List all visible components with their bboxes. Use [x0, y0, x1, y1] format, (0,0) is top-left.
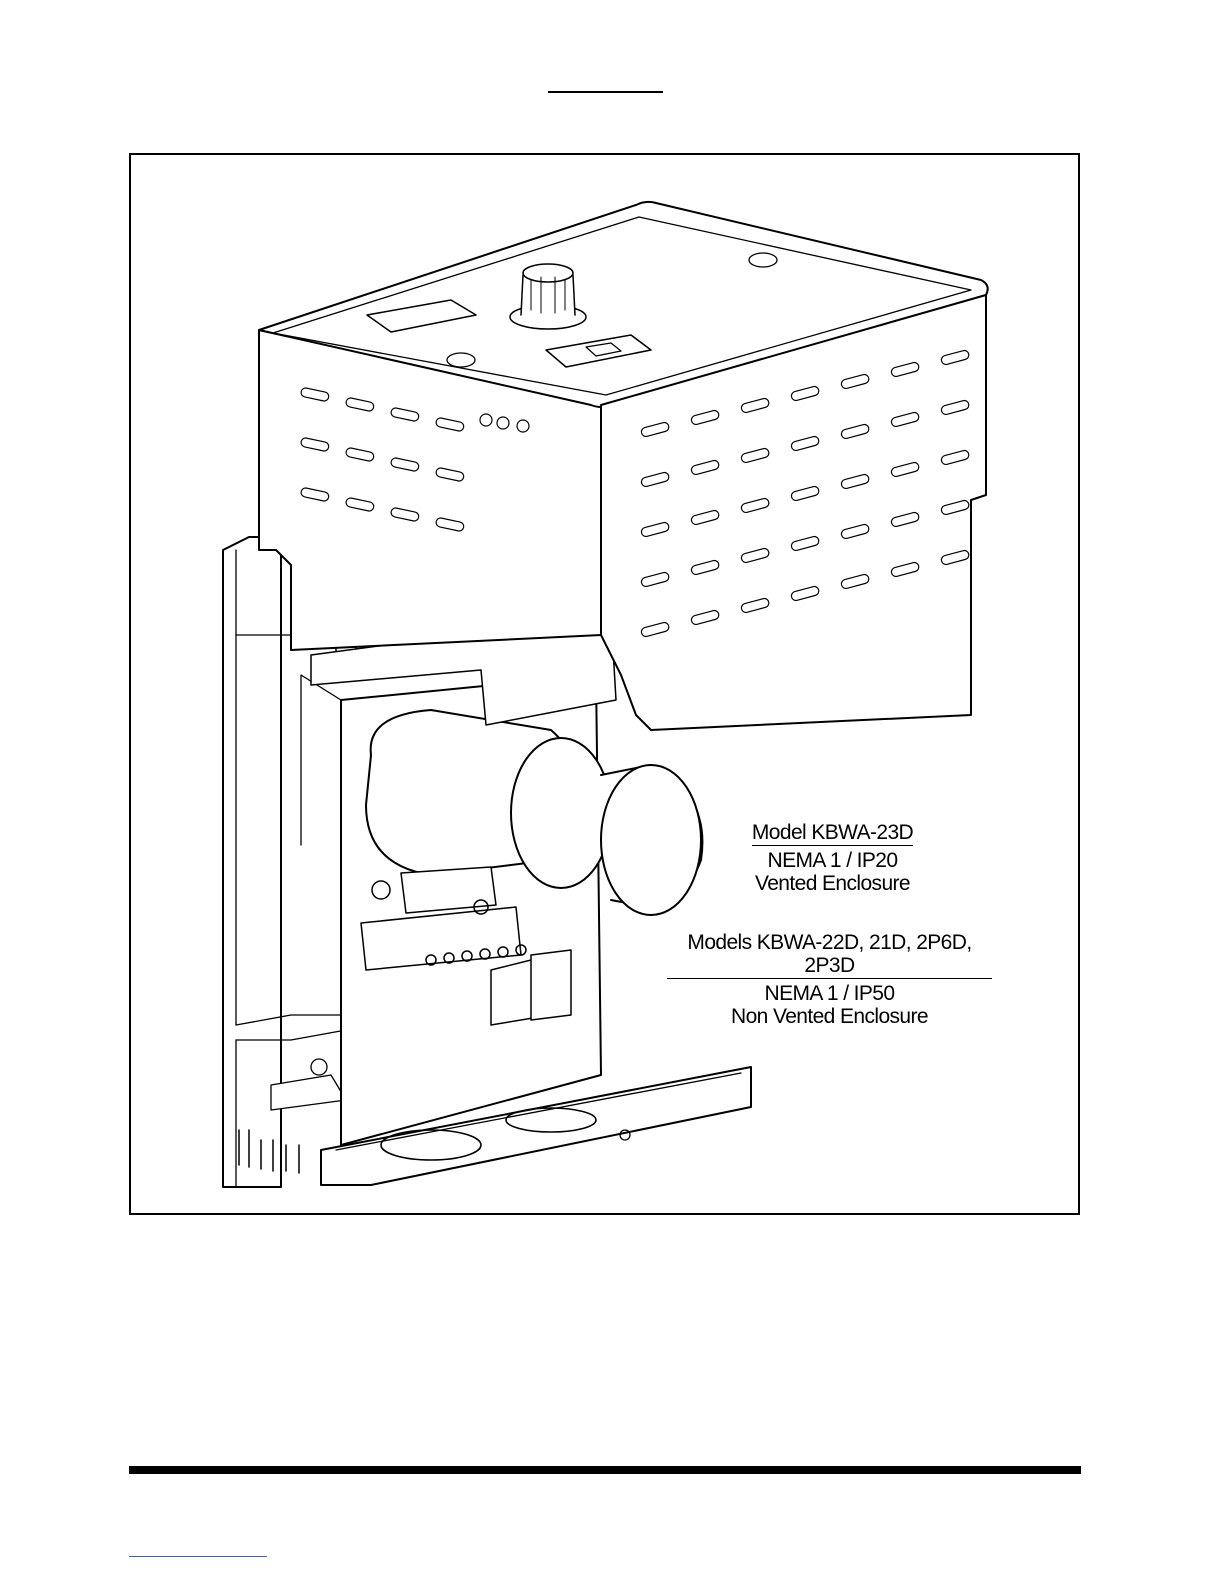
caption-type: Non Vented Enclosure: [667, 1005, 992, 1028]
caption-nonvented-enclosure: Models KBWA-22D, 21D, 2P6D, 2P3D NEMA 1 …: [667, 931, 992, 1028]
footer-rule: [129, 1466, 1081, 1474]
drive-enclosure-drawing: [131, 155, 1078, 1213]
caption-vented-enclosure: Model KBWA-23D NEMA 1 / IP20 Vented Encl…: [660, 821, 1005, 895]
caption-type: Vented Enclosure: [660, 872, 1005, 895]
title-underline: [548, 91, 663, 93]
caption-rating: NEMA 1 / IP20: [660, 849, 1005, 872]
footer-link-underline[interactable]: [129, 1556, 267, 1557]
figure-frame: [129, 153, 1080, 1215]
caption-model: Model KBWA-23D: [752, 821, 913, 846]
caption-rating: NEMA 1 / IP50: [667, 982, 992, 1005]
caption-models: Models KBWA-22D, 21D, 2P6D, 2P3D: [667, 931, 992, 979]
